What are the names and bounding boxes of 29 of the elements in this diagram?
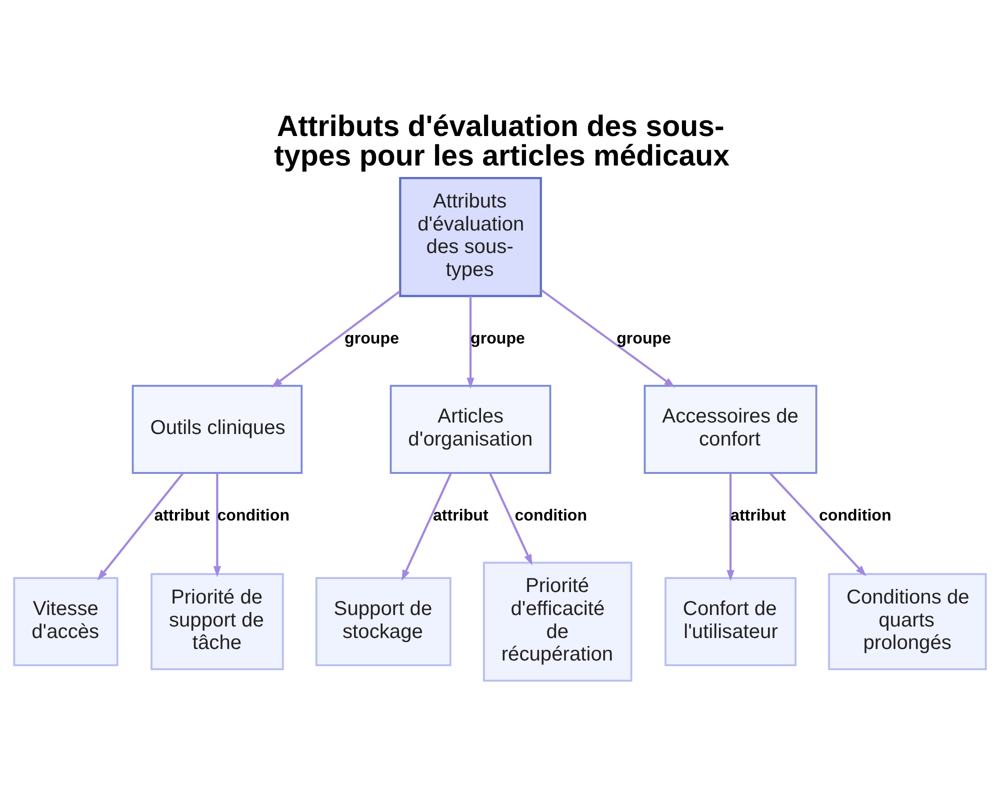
arrow — [726, 473, 734, 582]
arrow — [402, 472, 452, 581]
arrow — [540, 289, 676, 388]
arrow — [213, 473, 222, 578]
arrow — [466, 296, 474, 389]
edge-label: condition — [217, 506, 290, 525]
edge-label: condition — [818, 506, 892, 525]
node-box: Accessoires de confort — [644, 384, 818, 474]
edge-label: attribut — [154, 506, 210, 525]
arrow — [769, 472, 866, 576]
node-box: Conditions de quarts prolongés — [828, 573, 987, 670]
diagram-title: Attributs d'évaluation des sous-types pour les articles médicaux — [274, 110, 730, 172]
edge-label: condition — [514, 506, 588, 525]
node-box: Articles d'organisation — [390, 384, 552, 474]
node-box: Vitesse d'accès — [13, 577, 118, 666]
node-box: Outils cliniques — [132, 384, 303, 474]
node-box: Priorité d'efficacité de récupération — [482, 562, 632, 682]
edge-label: attribut — [432, 506, 488, 525]
edge-label: attribut — [730, 506, 786, 525]
node-box: Support de stockage — [315, 577, 452, 666]
arrow — [97, 472, 184, 581]
arrow — [271, 290, 401, 388]
edge-label: groupe — [470, 330, 525, 348]
edge-label: groupe — [344, 330, 400, 348]
edge-label: groupe — [616, 330, 672, 348]
node-box: Attributs d'évaluation des sous-types — [399, 176, 542, 298]
node-box: Confort de l'utilisateur — [664, 577, 796, 666]
arrow — [489, 472, 532, 566]
node-box: Priorité de support de tâche — [150, 573, 284, 670]
